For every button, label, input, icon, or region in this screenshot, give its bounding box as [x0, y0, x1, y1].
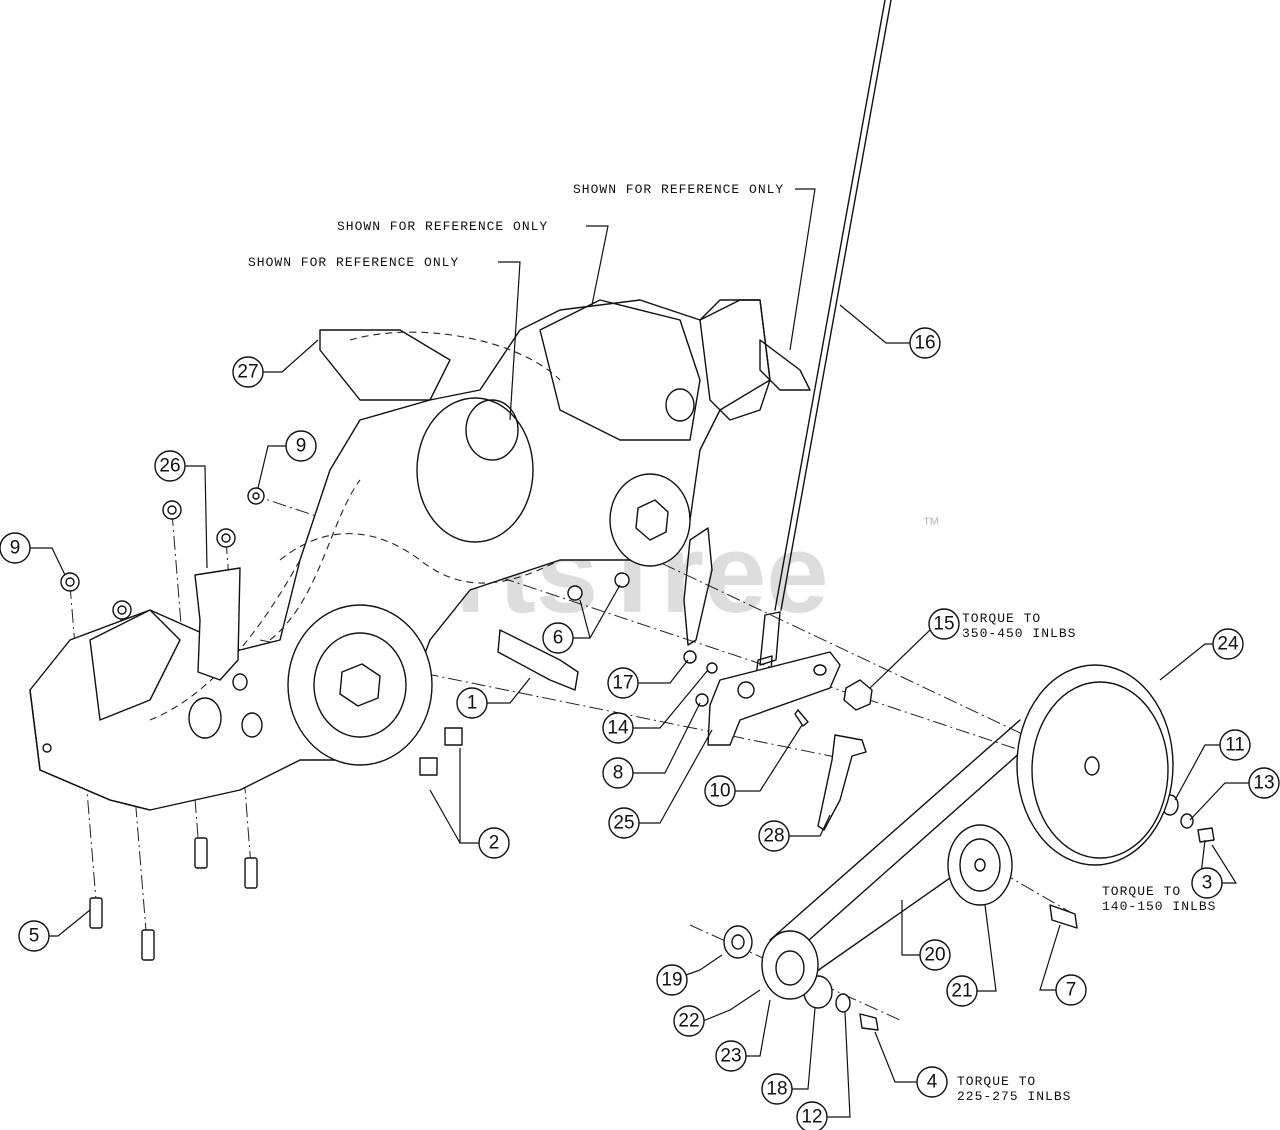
callout-17: 17 [607, 667, 639, 699]
callout-21: 21 [946, 975, 978, 1007]
callout-27: 27 [232, 356, 264, 388]
note-torque-15-line1: TORQUE TO [962, 611, 1041, 626]
callout-5: 5 [18, 920, 50, 952]
callout-19: 19 [656, 964, 688, 996]
callout-24: 24 [1212, 628, 1244, 660]
callout-15: 15 [928, 608, 960, 640]
note-reference-3: SHOWN FOR REFERENCE ONLY [573, 182, 784, 197]
svg-text:14: 14 [607, 718, 629, 739]
svg-text:20: 20 [924, 945, 945, 966]
callout-1: 1 [456, 687, 488, 719]
svg-text:24: 24 [1217, 634, 1239, 655]
svg-text:7: 7 [1066, 980, 1077, 1001]
svg-text:1: 1 [467, 693, 478, 714]
reference-notes: SHOWN FOR REFERENCE ONLY SHOWN FOR REFER… [248, 182, 1216, 1104]
callout-28: 28 [758, 820, 790, 852]
svg-text:4: 4 [927, 1072, 938, 1093]
tine-housing [29, 299, 811, 811]
callout-4: 4 [916, 1066, 948, 1098]
svg-text:27: 27 [237, 362, 258, 383]
svg-text:17: 17 [612, 673, 633, 694]
svg-text:16: 16 [914, 333, 935, 354]
watermark-trademark: ™ [922, 514, 940, 534]
note-torque-4-line1: TORQUE TO [957, 1074, 1036, 1089]
svg-text:28: 28 [763, 826, 784, 847]
hardware [60, 487, 1215, 1031]
callouts: 1 2 3 4 5 6 7 8 9 9 10 11 12 13 14 15 16… [0, 327, 1280, 1130]
svg-text:9: 9 [10, 538, 21, 559]
svg-text:2: 2 [489, 833, 500, 854]
callout-3: 3 [1191, 867, 1223, 899]
shift-lever-assembly [683, 527, 841, 746]
svg-text:11: 11 [1225, 735, 1245, 756]
note-torque-15-line2: 350-450 INLBS [962, 626, 1076, 641]
callout-10: 10 [704, 775, 736, 807]
svg-text:5: 5 [29, 926, 40, 947]
svg-text:18: 18 [766, 1079, 787, 1100]
callout-22: 22 [673, 1005, 705, 1037]
callout-11: 11 [1219, 729, 1251, 761]
svg-text:3: 3 [1202, 873, 1213, 894]
svg-text:26: 26 [159, 456, 180, 477]
callout-2: 2 [478, 827, 510, 859]
svg-text:25: 25 [613, 813, 634, 834]
pulleys-and-belt [761, 664, 1174, 1000]
callout-8: 8 [602, 757, 634, 789]
callout-20: 20 [919, 939, 951, 971]
svg-text:12: 12 [801, 1107, 822, 1128]
note-torque-3-line1: TORQUE TO [1102, 884, 1181, 899]
note-reference-1: SHOWN FOR REFERENCE ONLY [248, 255, 459, 270]
callout-26: 26 [154, 450, 186, 482]
note-torque-3-line2: 140-150 INLBS [1102, 899, 1216, 914]
callout-16: 16 [909, 327, 941, 359]
note-torque-4-line2: 225-275 INLBS [957, 1089, 1071, 1104]
callout-6: 6 [542, 622, 574, 654]
svg-text:6: 6 [553, 628, 564, 649]
svg-text:15: 15 [933, 614, 954, 635]
svg-text:23: 23 [720, 1046, 741, 1067]
callout-14: 14 [602, 712, 634, 744]
svg-text:8: 8 [613, 763, 624, 784]
callout-7: 7 [1055, 974, 1087, 1006]
svg-text:21: 21 [951, 981, 972, 1002]
callout-9-top: 9 [285, 430, 317, 462]
callout-9-left: 9 [0, 532, 31, 564]
note-reference-2: SHOWN FOR REFERENCE ONLY [337, 219, 548, 234]
callout-18: 18 [761, 1073, 793, 1105]
callout-23: 23 [715, 1040, 747, 1072]
svg-text:9: 9 [296, 436, 307, 457]
svg-text:22: 22 [678, 1011, 699, 1032]
svg-text:13: 13 [1253, 773, 1274, 794]
callout-25: 25 [608, 807, 640, 839]
svg-text:10: 10 [709, 781, 730, 802]
callout-12: 12 [796, 1101, 828, 1130]
callout-13: 13 [1248, 767, 1280, 799]
svg-text:19: 19 [661, 970, 682, 991]
